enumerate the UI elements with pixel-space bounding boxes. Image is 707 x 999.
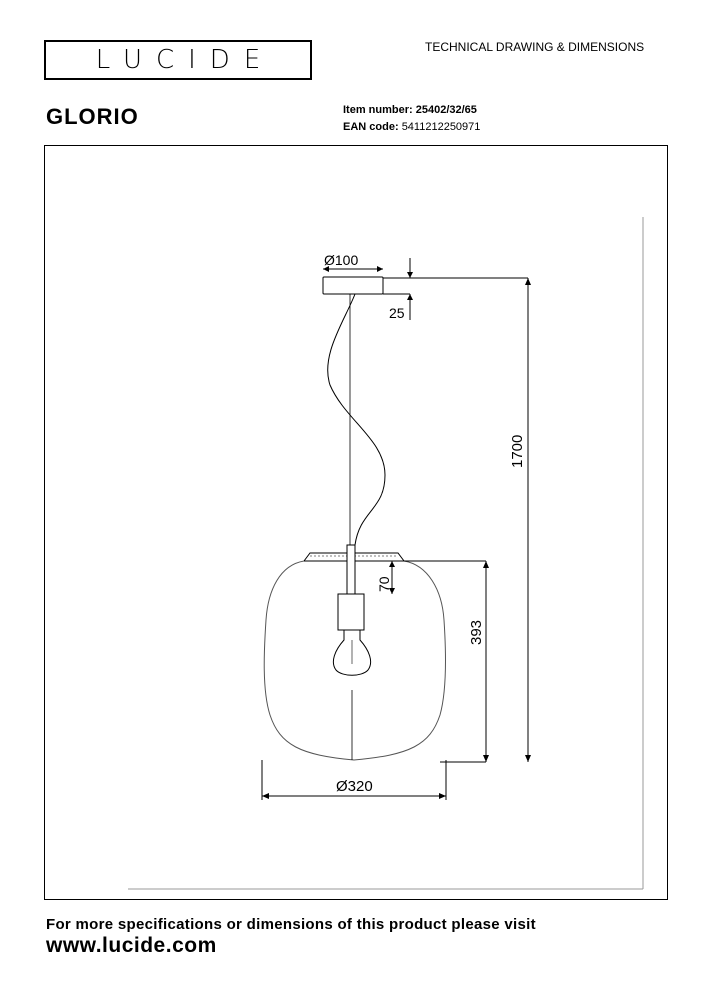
lamp-socket [337, 593, 365, 631]
canopy-height-arrowhead-top [407, 272, 413, 278]
brand-logo: LUCIDE [44, 40, 312, 80]
footer-url[interactable]: www.lucide.com [46, 934, 217, 957]
item-number-label: Item number: [343, 104, 413, 116]
canopy-diameter-arrows [323, 266, 383, 272]
total-height-label: 1700 [509, 435, 526, 468]
shade-height-label: 393 [468, 620, 485, 645]
drawing-frame [44, 145, 668, 900]
canopy [322, 276, 384, 295]
brand-logo-text: LUCIDE [95, 45, 275, 75]
document-title: TECHNICAL DRAWING & DIMENSIONS [425, 40, 645, 54]
lamp-stem [346, 544, 356, 596]
socket-height-label: 70 [376, 576, 392, 592]
footer-note: For more specifications or dimensions of… [46, 916, 536, 933]
canopy-height-label: 25 [389, 305, 405, 321]
product-name: GLORIO [46, 104, 139, 129]
suspension-cable [327, 293, 386, 546]
item-number-row: Item number: 25402/32/65 [343, 102, 480, 119]
ean-label: EAN code: [343, 121, 399, 133]
glass-shade [263, 560, 446, 761]
product-meta: Item number: 25402/32/65 EAN code: 54112… [343, 102, 480, 136]
item-number-value: 25402/32/65 [415, 104, 477, 116]
ean-value: 5411212250971 [401, 121, 481, 133]
canopy-diameter-label: Ø100 [324, 252, 358, 268]
ean-row: EAN code: 5411212250971 [343, 119, 480, 136]
shade-diameter-label: Ø320 [336, 778, 373, 795]
canopy-height-arrowhead-bottom [407, 294, 413, 300]
